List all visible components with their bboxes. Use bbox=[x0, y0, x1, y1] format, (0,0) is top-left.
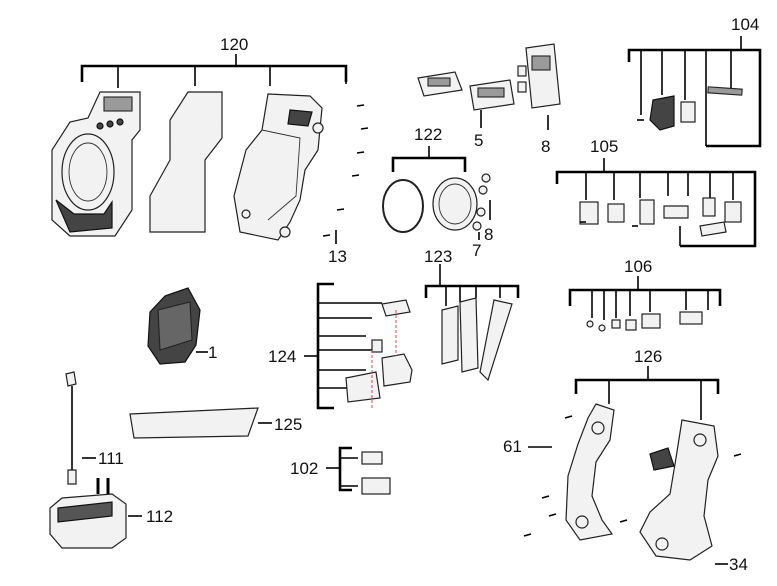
charger-112 bbox=[49, 478, 142, 549]
group-105: 105 bbox=[555, 137, 757, 248]
group-122: 122 bbox=[382, 125, 478, 233]
callout-34: 34 bbox=[729, 555, 748, 574]
display-pcb-5 bbox=[417, 71, 515, 128]
rear-housing bbox=[233, 93, 324, 241]
callout-111: 111 bbox=[98, 449, 124, 468]
housing-cover-sheet bbox=[149, 91, 223, 233]
group-124: 124 bbox=[268, 282, 413, 410]
callout-123: 123 bbox=[424, 247, 452, 266]
battery-1 bbox=[147, 287, 208, 365]
group-120: 120 bbox=[51, 35, 369, 266]
callout-1: 1 bbox=[208, 343, 217, 362]
front-housing bbox=[51, 91, 141, 237]
callout-102: 102 bbox=[290, 459, 318, 478]
callout-124: 124 bbox=[268, 347, 296, 366]
screws-13 bbox=[322, 104, 369, 244]
handle-right bbox=[639, 419, 719, 561]
callout-105: 105 bbox=[590, 137, 618, 156]
knobs bbox=[472, 173, 491, 240]
callout-61: 61 bbox=[503, 437, 522, 456]
callout-5: 5 bbox=[474, 131, 483, 150]
callout-13: 13 bbox=[328, 247, 347, 266]
group-102: 102 bbox=[290, 446, 391, 495]
callout-8-lower: 8 bbox=[484, 225, 493, 244]
speaker-ring bbox=[432, 177, 478, 231]
group-106: 106 bbox=[568, 257, 722, 332]
group-123: 123 bbox=[424, 247, 520, 382]
callout-120: 120 bbox=[220, 35, 248, 54]
handle-left bbox=[565, 403, 615, 541]
cable-111 bbox=[65, 371, 96, 485]
o-ring bbox=[382, 179, 424, 233]
callout-126: 126 bbox=[634, 347, 662, 366]
callout-125: 125 bbox=[274, 415, 302, 434]
callout-104: 104 bbox=[731, 15, 759, 34]
group-104: 104 bbox=[627, 15, 762, 148]
callout-7: 7 bbox=[472, 241, 481, 260]
group-126: 126 bbox=[523, 347, 742, 565]
callout-106: 106 bbox=[624, 257, 652, 276]
callout-8-upper: 8 bbox=[541, 137, 550, 156]
back-plate-8 bbox=[517, 43, 561, 130]
callout-112: 112 bbox=[146, 507, 173, 526]
label-strip-125 bbox=[129, 407, 272, 439]
callout-122: 122 bbox=[414, 125, 442, 144]
